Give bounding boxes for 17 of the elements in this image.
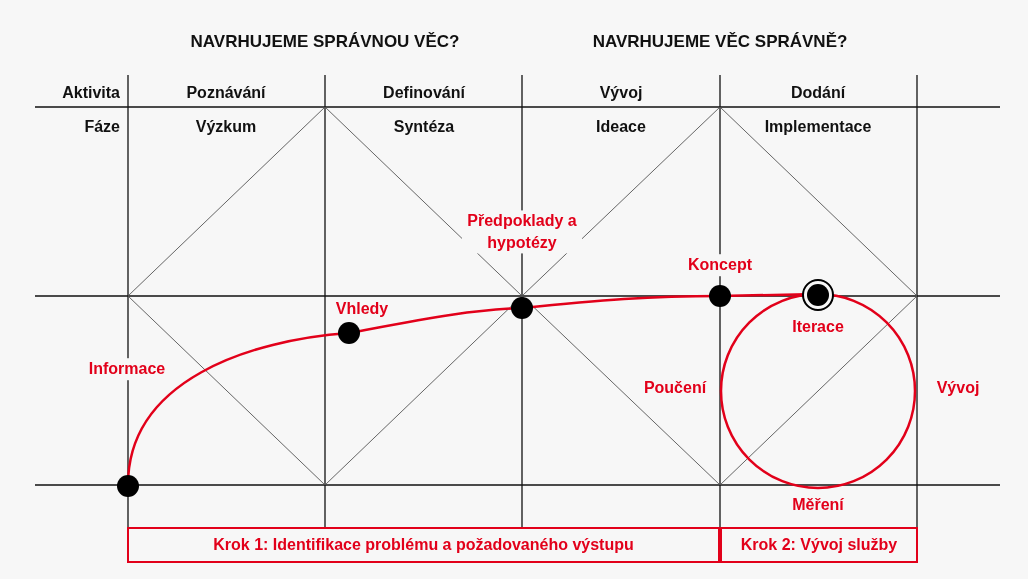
column-header: Implementace xyxy=(764,117,872,138)
step-box: Krok 2: Vývoj služby xyxy=(720,527,918,563)
stage-label: Koncept xyxy=(686,254,754,276)
step-box: Krok 1: Identifikace problému a požadovaného výstupu xyxy=(127,527,720,563)
column-header: Fáze xyxy=(84,117,120,138)
section-heading: NAVRHUJEME SPRÁVNOU VĚC? xyxy=(190,30,460,53)
stage-label: Informace xyxy=(86,358,168,380)
column-header: Ideace xyxy=(596,117,646,138)
column-header: Poznávání xyxy=(186,83,266,104)
column-header: Vývoj xyxy=(599,83,643,104)
stage-label: Předpoklady a hypotézy xyxy=(462,210,582,254)
column-header: Výzkum xyxy=(195,117,257,138)
column-header: Syntéza xyxy=(393,117,455,138)
column-header: Dodání xyxy=(790,83,846,104)
section-heading: NAVRHUJEME VĚC SPRÁVNĚ? xyxy=(592,30,848,53)
column-header: Definování xyxy=(383,83,465,104)
column-header: Aktivita xyxy=(62,83,120,104)
